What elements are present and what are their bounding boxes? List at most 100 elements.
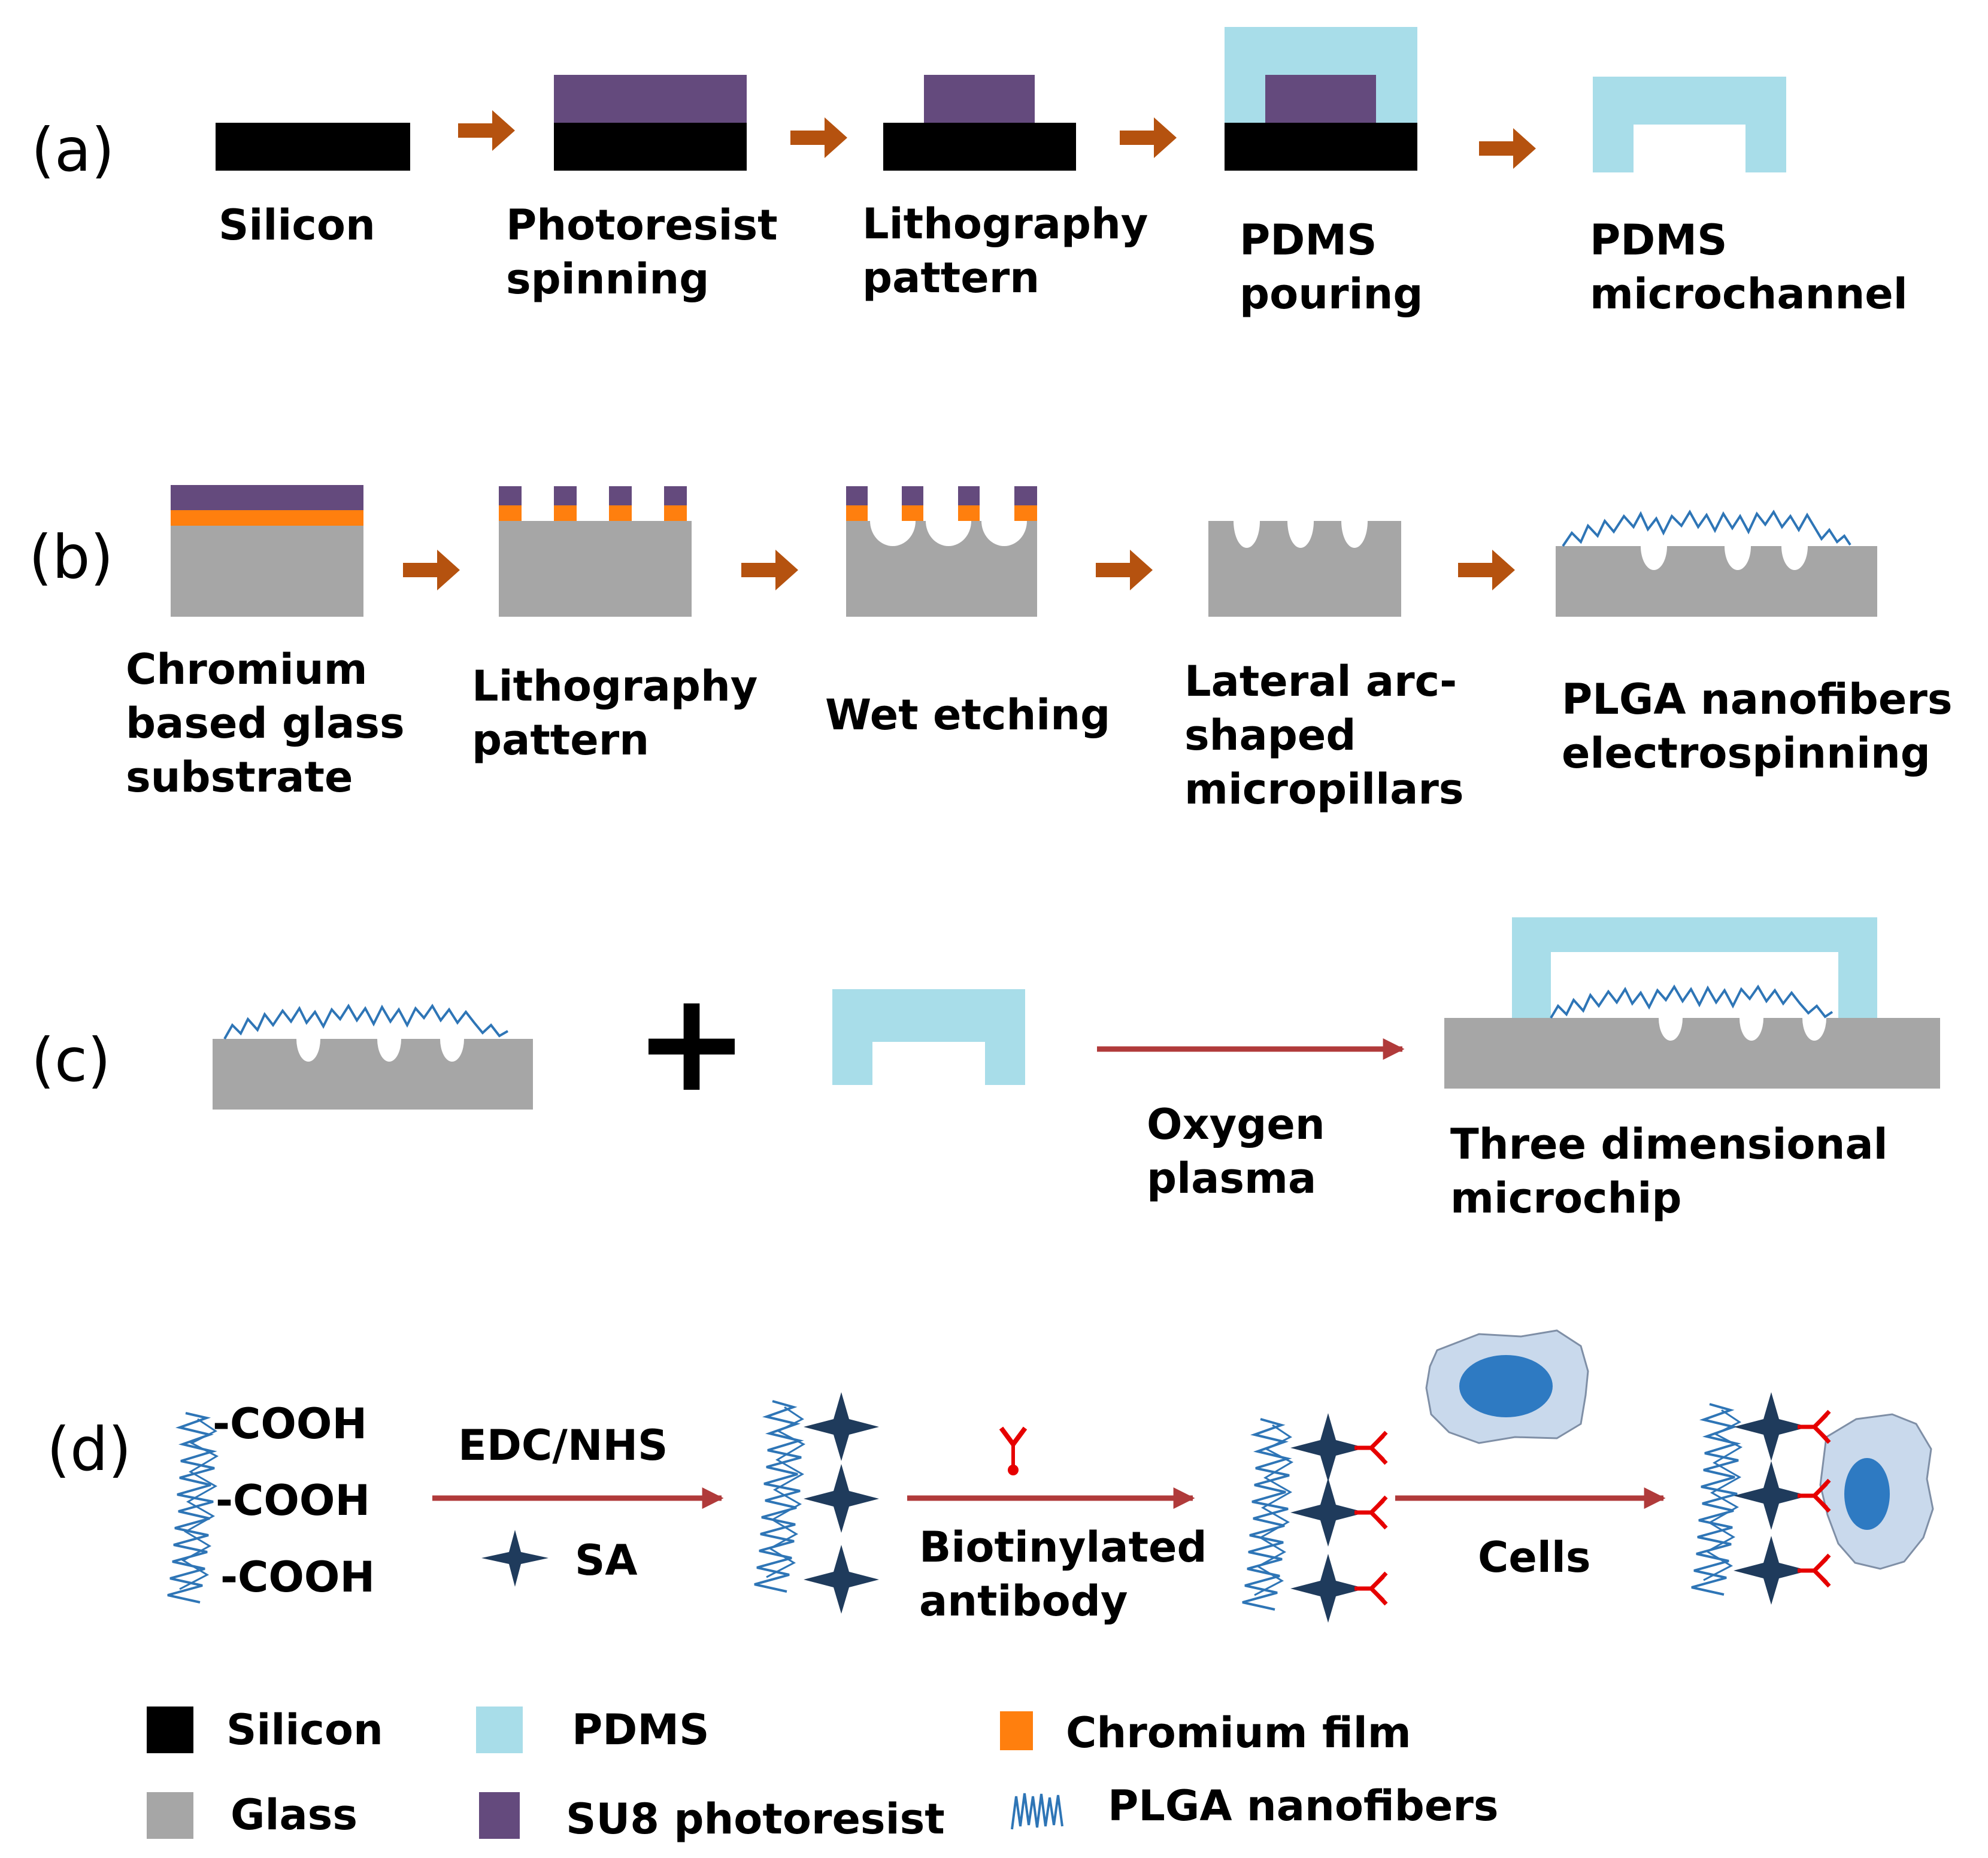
arrow-label: Biotinylated [919,1523,1207,1572]
result-label: Three dimensional [1450,1120,1888,1169]
plga-nanofiber-strand [766,1406,806,1578]
step-label: pattern [862,253,1040,302]
step-arrow [790,117,847,158]
panel-c-tag: (c) [31,1025,111,1095]
chromium-layer [171,510,363,526]
nucleus-icon [1844,1458,1890,1530]
glass-substrate [171,526,363,617]
step-arrow [458,110,515,151]
step-label: microchannel [1590,269,1908,319]
step-label: Photoresist [506,201,778,250]
silicon-wafer [1225,123,1417,171]
step-label: based glass [126,699,405,748]
glass-substrate [499,521,692,617]
step-arrow [1120,117,1177,158]
legend-label: Silicon [226,1705,383,1754]
panel-c: (c) + Oxygen plasma Three dimensional mi… [31,917,1940,1223]
step-label: PDMS [1240,216,1377,265]
panel-a: (a) Silicon Photoresist spinning Lithogr… [31,27,1908,319]
arrow-label: plasma [1147,1154,1316,1203]
cooh-label: -COOH [216,1476,370,1525]
step-label: pattern [472,716,649,765]
sa-star-icon [481,1530,548,1587]
plga-nanofiber-strand [1691,1403,1741,1596]
step-arrow [741,550,798,590]
step-arrow [1479,128,1536,169]
legend-label: SU8 photoresist [566,1795,945,1844]
nucleus-icon [1459,1355,1553,1417]
plga-nanofiber-strand [1254,1424,1294,1596]
step-label: spinning [506,254,709,304]
pdms-microchannel [832,989,1025,1085]
photoresist-layer [554,75,747,123]
silicon-wafer [216,123,410,171]
step-label: PDMS [1590,216,1727,265]
plga-nanofibers [223,1004,508,1039]
legend-swatch-nanofibers [1011,1793,1063,1830]
cooh-label: -COOH [213,1399,367,1448]
step-arrow [403,550,460,590]
step-arrow [1096,550,1153,590]
plga-nanofiber-strand [179,1418,219,1590]
sa-star-icon [1734,1461,1809,1530]
silicon-wafer [554,123,747,171]
step-label: pouring [1240,269,1423,319]
pdms-cover [1512,917,1877,1018]
antibody-icon [1798,1410,1831,1588]
step-label: electrospinning [1562,729,1931,778]
step-label: PLGA nanofibers [1562,675,1953,724]
legend-label: Glass [231,1790,357,1839]
step-label: Lithography [862,199,1148,248]
arrow-label: Oxygen [1147,1100,1325,1149]
step-label: micropillars [1184,765,1464,814]
sa-star-icon [804,1392,879,1461]
resist-dots [846,486,1037,521]
antibody-icon [999,1426,1028,1475]
plus-sign: + [634,963,750,1123]
step-label: Chromium [126,645,368,694]
plga-nanofibers [1550,984,1834,1019]
result-label: microchip [1450,1174,1681,1223]
arc-micropillars [1556,546,1877,617]
sa-label: SA [575,1536,638,1585]
legend-swatch-photoresist [479,1792,520,1839]
legend-swatch-chromium [1000,1711,1033,1750]
photoresist-pattern [924,75,1035,123]
sa-star-icon [1734,1392,1809,1461]
panel-d-tag: (d) [47,1414,132,1484]
sa-star-icon [1290,1478,1366,1547]
silicon-wafer [883,123,1076,171]
step-label: Lateral arc- [1184,657,1457,706]
sa-star-icon [804,1464,879,1533]
plga-nanofiber-strand [1242,1418,1292,1611]
sa-star-icon [804,1545,879,1614]
arrow-label: antibody [919,1577,1128,1626]
cooh-label: -COOH [220,1553,375,1602]
step-label: Silicon [219,201,375,250]
plga-nanofiber-strand [1703,1409,1743,1581]
step-arrow [1458,550,1515,590]
step-label: Wet etching [825,690,1110,739]
photoresist-pattern [1265,75,1376,123]
antibody-icon [1354,1430,1388,1606]
legend-swatch-pdms [476,1707,523,1753]
step-label: Lithography [472,662,757,711]
legend-swatch-silicon [147,1707,193,1753]
photoresist-layer [171,485,363,510]
step-label: substrate [126,753,353,802]
sa-star-icon [1290,1413,1366,1482]
legend-label: PDMS [572,1705,709,1754]
panel-a-tag: (a) [31,115,114,185]
panel-b: (b) Chromium b [29,485,1953,814]
panel-d: (d) -COOH -COOH -COOH EDC/NHS SA Biotiny… [47,1329,1934,1626]
arrow-label: EDC/NHS [458,1421,668,1470]
sa-star-icon [1734,1536,1809,1605]
pdms-microchannel [1593,77,1786,172]
nanofiber-substrate [213,1039,533,1110]
sa-star-icon [1290,1554,1366,1623]
step-label: shaped [1184,711,1356,760]
plga-nanofibers [1562,510,1851,547]
plga-nanofiber-strand [754,1400,804,1593]
etched-glass [846,521,1037,617]
